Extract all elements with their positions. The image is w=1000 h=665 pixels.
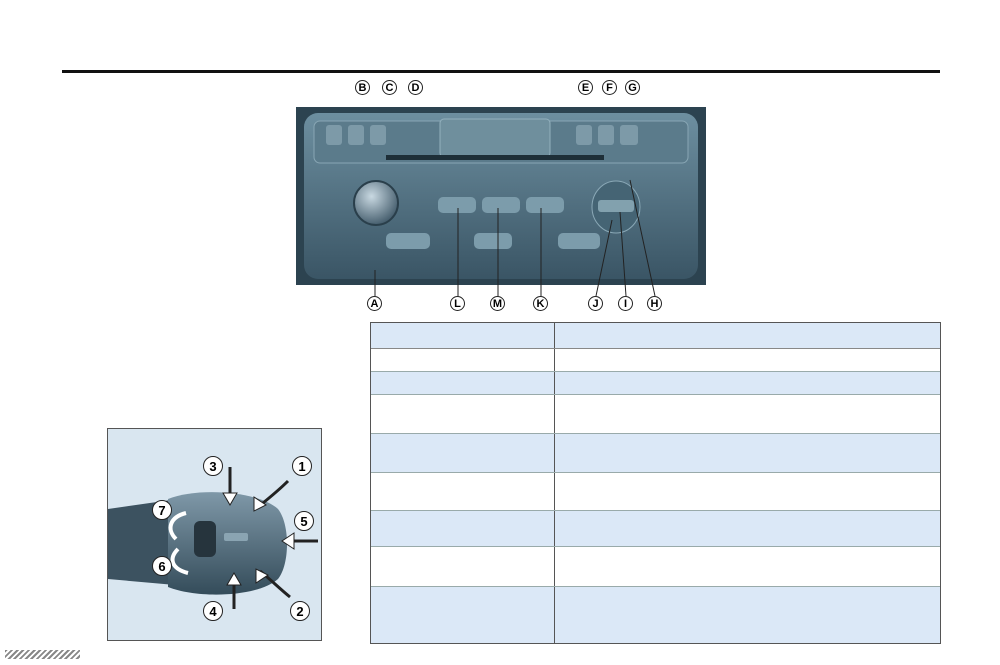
table-cell	[555, 349, 940, 371]
table-cell	[555, 511, 940, 546]
callout-e: E	[578, 80, 593, 95]
callout-l: L	[450, 296, 465, 311]
callout-i: I	[618, 296, 633, 311]
callout-a: A	[367, 296, 382, 311]
radio-illustration	[296, 107, 706, 285]
callout-k: K	[533, 296, 548, 311]
table-cell	[555, 395, 940, 433]
table-cell	[555, 434, 940, 472]
table-row	[371, 434, 940, 473]
header-rule	[62, 70, 938, 73]
callout-4: 4	[203, 601, 223, 621]
table-row	[371, 587, 940, 643]
table-cell	[371, 511, 555, 546]
table-cell	[371, 349, 555, 371]
table-cell	[371, 372, 555, 394]
page-corner-mark	[5, 650, 80, 659]
callout-2: 2	[290, 601, 310, 621]
callout-m: M	[490, 296, 505, 311]
table-row	[371, 547, 940, 587]
callout-c: C	[382, 80, 397, 95]
table-cell	[371, 587, 555, 643]
header-rule-end-dot	[937, 70, 940, 73]
callout-d: D	[408, 80, 423, 95]
table-header-row	[371, 323, 940, 349]
table-cell	[371, 473, 555, 510]
callout-5: 5	[294, 511, 314, 531]
table-cell	[555, 473, 940, 510]
callout-1: 1	[292, 456, 312, 476]
callout-7: 7	[152, 500, 172, 520]
table-row	[371, 372, 940, 395]
table-row	[371, 395, 940, 434]
table-row	[371, 473, 940, 511]
callout-h: H	[647, 296, 662, 311]
table-row	[371, 511, 940, 547]
table-cell	[555, 587, 940, 643]
table-cell	[555, 323, 940, 348]
callout-g: G	[625, 80, 640, 95]
callout-j: J	[588, 296, 603, 311]
table-cell	[371, 395, 555, 433]
callout-f: F	[602, 80, 617, 95]
table-cell	[555, 372, 940, 394]
controls-table	[370, 322, 941, 644]
callout-3: 3	[203, 456, 223, 476]
radio-head-unit-image	[296, 107, 706, 285]
table-row	[371, 349, 940, 372]
table-cell	[371, 434, 555, 472]
callout-b: B	[355, 80, 370, 95]
table-cell	[555, 547, 940, 586]
table-cell	[371, 547, 555, 586]
steering-stalk-image: 3 1 7 5 6 4 2	[107, 428, 322, 641]
callout-6: 6	[152, 556, 172, 576]
table-cell	[371, 323, 555, 348]
